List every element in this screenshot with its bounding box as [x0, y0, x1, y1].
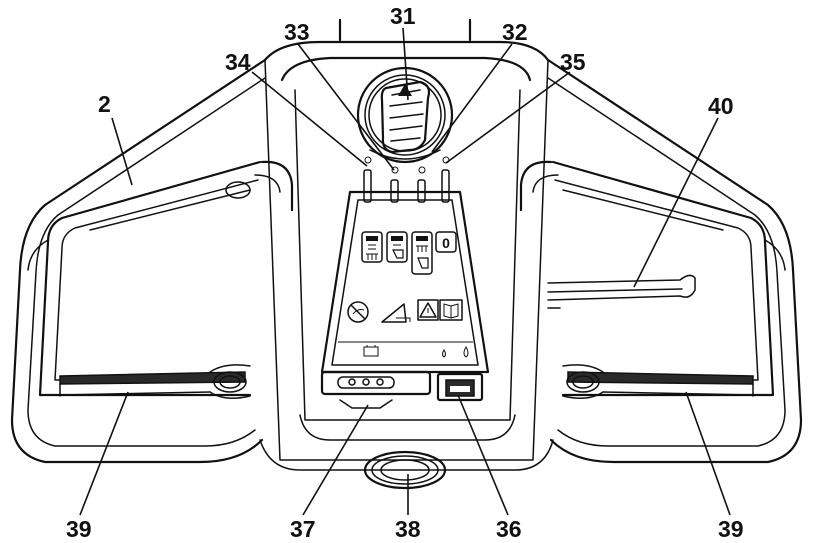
warning-triangle-icon [418, 300, 438, 320]
right-handle [521, 60, 801, 462]
read-manual-icon [440, 300, 462, 320]
battery-gauge [322, 372, 430, 408]
ramp-incline-icon [382, 304, 410, 322]
no-hose-icon [348, 302, 368, 322]
callout-34: 34 [225, 49, 251, 75]
leader-lines [80, 28, 730, 515]
callout-33: 33 [284, 19, 310, 45]
off-icon: 0 [436, 232, 456, 252]
callout-35: 35 [560, 49, 586, 75]
indicator-leds [364, 157, 449, 202]
off-symbol: 0 [442, 235, 450, 251]
battery-icon [364, 345, 378, 356]
callout-39-right: 39 [718, 516, 744, 542]
callout-31: 31 [390, 3, 416, 29]
water-drops-icon [443, 347, 469, 357]
brush-spray-icon [362, 232, 382, 262]
callout-38: 38 [395, 516, 421, 542]
left-handle [12, 60, 292, 462]
selector-knob[interactable] [358, 68, 452, 162]
label-panel [322, 192, 488, 372]
callout-37: 37 [290, 516, 316, 542]
callout-40: 40 [708, 93, 734, 119]
rocker-switch[interactable] [438, 374, 482, 400]
left-rail [60, 365, 250, 398]
lever [548, 275, 695, 308]
brush-suction-icon [387, 232, 407, 262]
brush-spray-suction-icon [412, 232, 432, 274]
callout-36: 36 [496, 516, 522, 542]
callout-32: 32 [502, 19, 528, 45]
callout-39-left: 39 [66, 516, 92, 542]
callout-2: 2 [98, 91, 111, 117]
right-rail [563, 365, 753, 398]
